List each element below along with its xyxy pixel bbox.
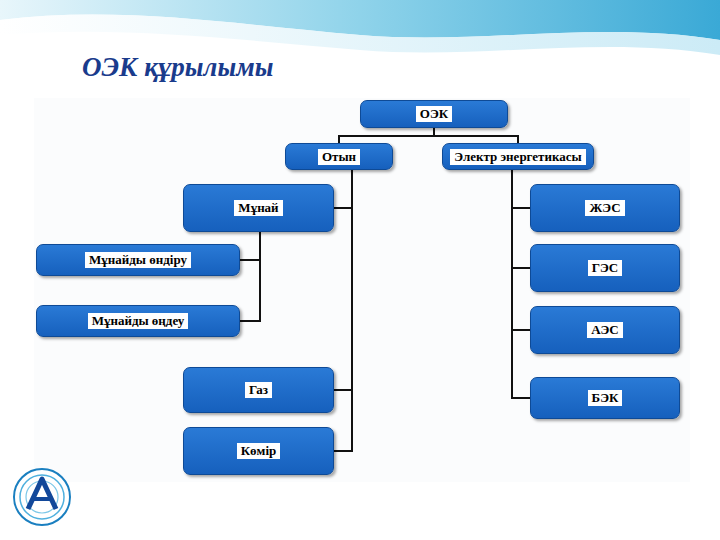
category-box: АЭС: [530, 306, 680, 354]
box-label: Электр энергетикасы: [450, 149, 585, 165]
category-box: ЖЭС: [530, 184, 680, 232]
category-box: Мұнайды өңдеу: [36, 305, 240, 337]
category-box: Отын: [285, 143, 393, 170]
box-label: Мұнай: [234, 200, 282, 216]
box-label: ОЭК: [416, 106, 452, 122]
tree-connector: [334, 170, 352, 451]
tree-connector: [512, 170, 530, 398]
box-label: Отын: [318, 149, 360, 165]
box-label: Мұнайды өңдеу: [88, 313, 189, 329]
box-label: ГЭС: [588, 260, 622, 276]
tree-connector: [334, 170, 352, 208]
tree-connector: [512, 170, 530, 268]
category-box: Көмір: [183, 427, 334, 475]
category-box: Электр энергетикасы: [442, 143, 594, 170]
logo-emblem: [14, 469, 70, 525]
box-label: ЖЭС: [585, 200, 624, 216]
tree-connector: [512, 170, 530, 330]
box-label: Газ: [245, 382, 272, 398]
box-label: Мұнайды өндіру: [85, 252, 191, 268]
box-label: Көмір: [237, 443, 281, 459]
category-box: БЭК: [530, 377, 680, 419]
tree-connector: [334, 170, 352, 390]
box-label: БЭК: [588, 390, 623, 406]
tree-connector: [240, 232, 260, 260]
box-label: АЭС: [587, 322, 622, 338]
top-wave-light: [0, 15, 720, 55]
diagram-panel: [34, 98, 690, 482]
tree-connector: [434, 128, 518, 143]
slide-title: ОЭК құрылымы: [82, 52, 273, 83]
tree-connector: [339, 128, 434, 143]
tree-connector: [512, 170, 530, 208]
category-box: Газ: [183, 367, 334, 413]
tree-connector: [240, 232, 260, 321]
category-box: Мұнай: [183, 184, 334, 232]
category-box: Мұнайды өндіру: [36, 244, 240, 276]
category-box: ОЭК: [360, 100, 508, 128]
category-box: ГЭС: [530, 244, 680, 292]
